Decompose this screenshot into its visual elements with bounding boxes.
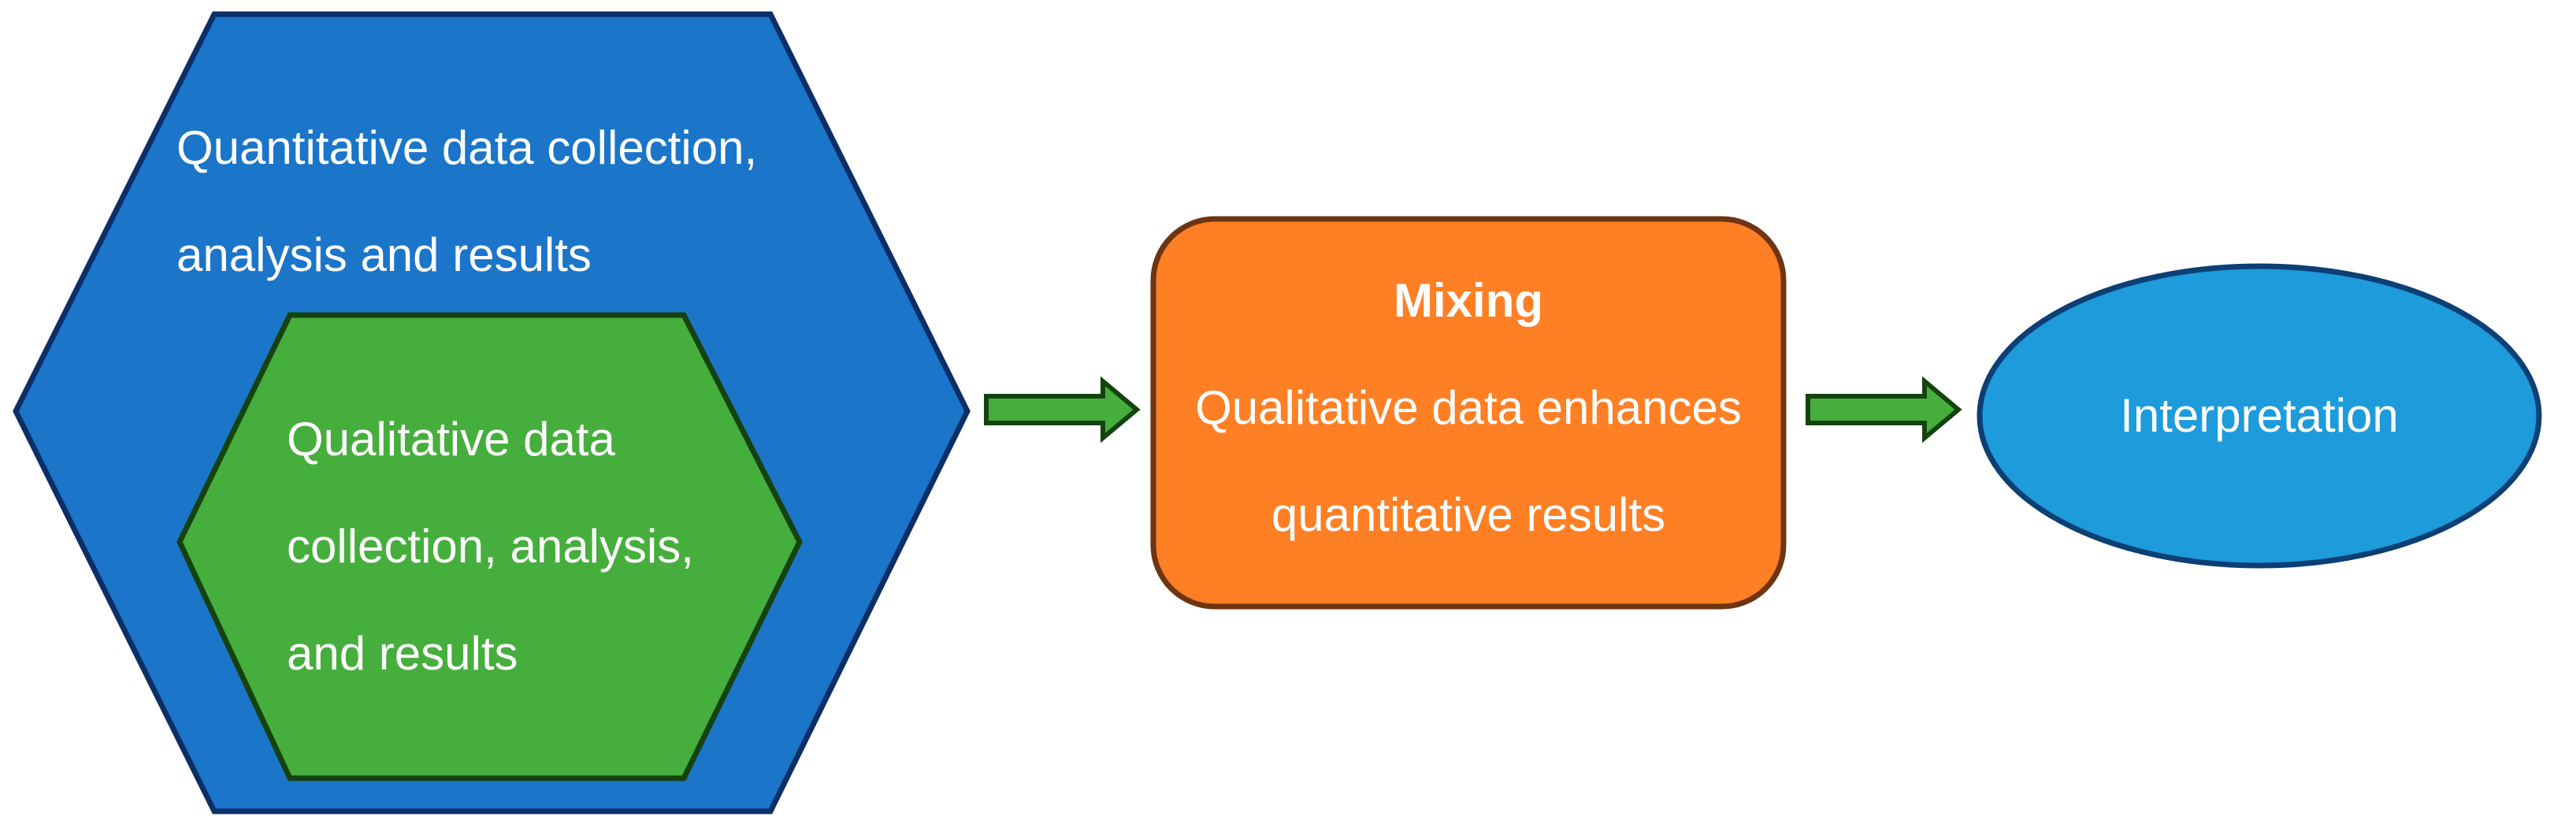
mixing-line-2: quantitative results (1271, 488, 1666, 541)
interpretation-ellipse (1977, 263, 2542, 569)
arrow-to-interpretation (1806, 376, 1962, 443)
qualitative-hexagon (176, 312, 803, 781)
mixing-line-1: Qualitative data enhances (1195, 381, 1742, 434)
mixing-title: Mixing (1394, 274, 1543, 327)
mixing-box (1150, 216, 1787, 610)
arrow-to-mixing (984, 376, 1141, 443)
qualitative-label-line-3: and results (287, 627, 518, 680)
qualitative-label-line-1: Qualitative data (287, 413, 615, 466)
quantitative-label-line-2: analysis and results (176, 228, 592, 281)
qualitative-label-line-2: collection, analysis, (287, 520, 694, 573)
interpretation-label: Interpretation (2120, 389, 2399, 442)
quantitative-label-line-1: Quantitative data collection, (176, 121, 758, 174)
